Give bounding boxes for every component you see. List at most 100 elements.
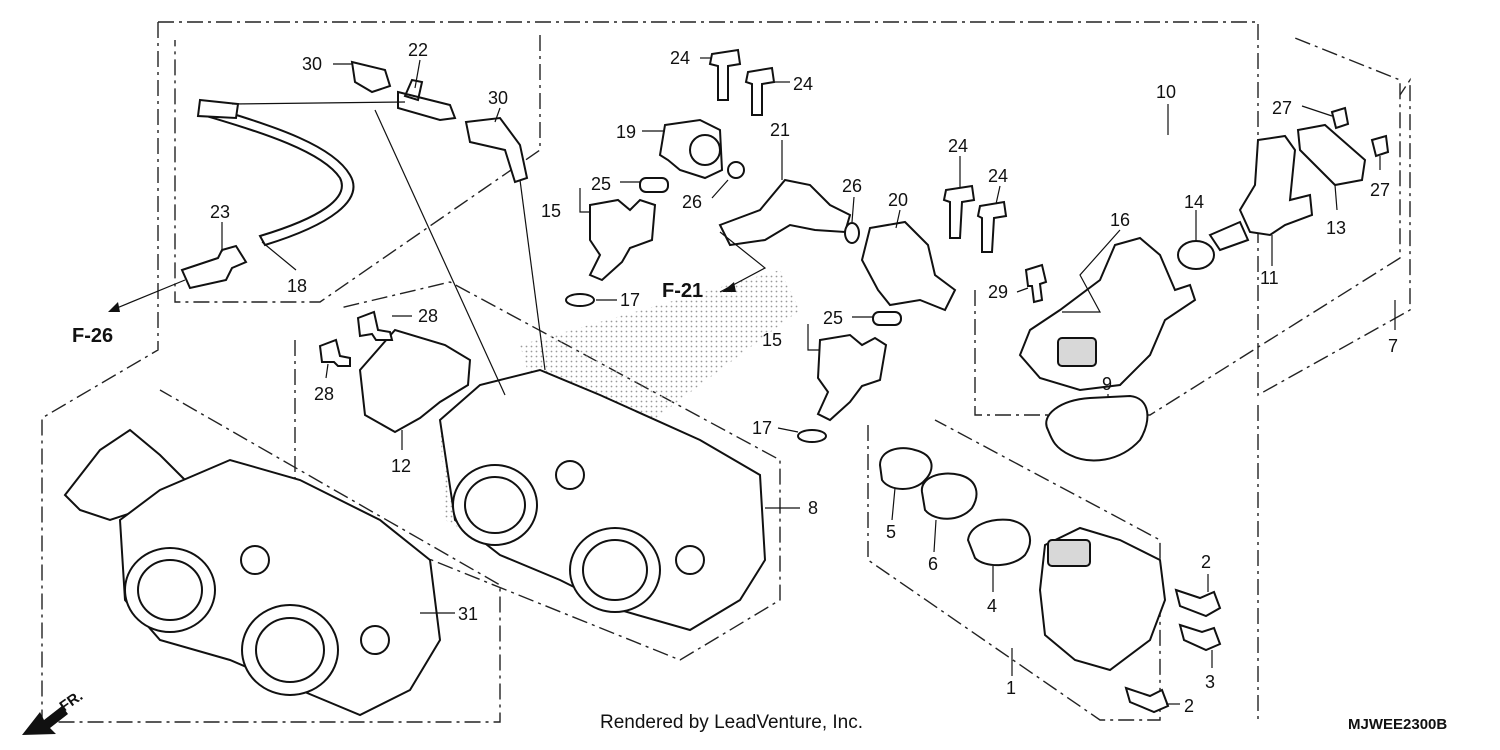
- arrowhead-f21: [722, 282, 736, 292]
- callout-24-a: 24: [670, 48, 690, 68]
- group-outline-10: [974, 37, 1401, 416]
- callout-24-c: 24: [948, 136, 968, 156]
- leader-30-right: [494, 107, 501, 123]
- callout-28-b: 28: [314, 384, 334, 404]
- leader-f21: [719, 231, 767, 293]
- actuator-1-connector: [1047, 539, 1091, 567]
- hose-assembly: [108, 59, 529, 312]
- bracket-12: [358, 328, 472, 434]
- callout-25-lower: 25: [823, 308, 843, 328]
- group-outline-1: [867, 419, 1161, 721]
- leader-22: [414, 59, 421, 89]
- callout-2-upper: 2: [1201, 552, 1211, 572]
- leader-15-lower: [807, 324, 820, 351]
- bolt-27-b: [1370, 134, 1390, 158]
- leader-13: [1334, 184, 1338, 211]
- callout-4: 4: [987, 596, 997, 616]
- pressure-regulator-20: [860, 220, 957, 312]
- callout-5: 5: [886, 522, 896, 542]
- sensor-11: [1238, 134, 1314, 237]
- callout-30-left: 30: [302, 54, 322, 74]
- arrowhead-f26: [108, 302, 120, 312]
- callout-24-b: 24: [793, 74, 813, 94]
- callout-8: 8: [808, 498, 818, 518]
- bolt-28-b: [318, 338, 351, 367]
- o-ring-26-left: [727, 161, 745, 179]
- callout-30-right: 30: [488, 88, 508, 108]
- bolt-2-lower: [1124, 686, 1170, 714]
- joint-23: [180, 244, 248, 290]
- o-ring-17-lower: [797, 429, 827, 443]
- group-outline-8: [294, 281, 781, 661]
- throttle-body-31-boss-b: [360, 625, 390, 655]
- callout-29: 29: [988, 282, 1008, 302]
- seal-6: [920, 472, 978, 520]
- sensor-11-tip: [1208, 220, 1250, 252]
- group-outline-7: [158, 21, 1411, 397]
- leader-15-upper: [579, 188, 590, 213]
- ref-f21: F-21: [662, 280, 703, 302]
- callout-17-upper: 17: [620, 290, 640, 310]
- throttle-bore-31-left-inner: [137, 559, 203, 621]
- throttle-body-31: [63, 428, 455, 717]
- callout-10: 10: [1156, 82, 1176, 102]
- callout-3: 3: [1205, 672, 1215, 692]
- leader-hose-joint: [231, 101, 406, 105]
- callout-1: 1: [1006, 678, 1016, 698]
- throttle-bore-8-left-inner: [464, 476, 526, 534]
- bolt-24-d: [976, 200, 1008, 253]
- actuator-assembly: [878, 447, 1222, 714]
- callout-31: 31: [458, 604, 478, 624]
- o-ring-14: [1177, 240, 1215, 270]
- leader-26-right: [851, 196, 855, 223]
- ref-f26: F-26: [72, 325, 113, 347]
- callout-15-lower: 15: [762, 330, 782, 350]
- callout-14: 14: [1184, 192, 1204, 212]
- leader-17-lower: [777, 427, 799, 433]
- callout-25-upper: 25: [591, 174, 611, 194]
- bolt-3: [1178, 623, 1222, 652]
- callout-12: 12: [391, 456, 411, 476]
- fuel-rail-assembly: [565, 48, 1008, 443]
- throttle-body-8: [318, 109, 800, 632]
- callout-23: 23: [210, 202, 230, 222]
- bolt-27-a: [1330, 106, 1350, 130]
- bolt-24-c: [942, 184, 976, 239]
- throttle-body-8-boss-b: [675, 545, 705, 575]
- front-arrow: [22, 706, 68, 735]
- bolt-28-a: [356, 310, 394, 341]
- bolt-24-a: [708, 48, 742, 101]
- bolt-24-b: [744, 66, 776, 116]
- leader-20: [895, 209, 901, 229]
- callout-27-a: 27: [1272, 98, 1292, 118]
- t-joint-22: [397, 78, 457, 122]
- gasket-9: [1045, 394, 1149, 462]
- callout-9: 9: [1102, 374, 1112, 394]
- callout-21: 21: [770, 120, 790, 140]
- plate-13: [1296, 123, 1367, 187]
- diagram-code: MJWEE2300B: [1348, 716, 1448, 733]
- callout-11: 11: [1260, 268, 1279, 288]
- leader-f26: [111, 279, 186, 311]
- rail-joint-21: [718, 178, 852, 247]
- housing-16-connector: [1057, 337, 1097, 367]
- leader-28-b: [325, 363, 329, 379]
- leader-29: [1016, 287, 1029, 293]
- o-ring-17-upper: [565, 293, 595, 307]
- front-arrow-icon: [22, 706, 68, 735]
- group-outline-hoses: [174, 35, 541, 303]
- reference-labels: F-26 F-21 FR.: [57, 280, 704, 715]
- leader-26-left: [711, 179, 729, 199]
- callout-7: 7: [1388, 336, 1398, 356]
- injector-15-upper: [588, 198, 657, 282]
- bolt-2-upper: [1174, 588, 1222, 618]
- render-credit: Rendered by LeadVenture, Inc.: [600, 712, 864, 733]
- callout-28-a: 28: [418, 306, 438, 326]
- callout-20: 20: [888, 190, 908, 210]
- seal-5: [878, 447, 933, 490]
- leader-27-a: [1301, 105, 1333, 117]
- leader-18: [261, 241, 297, 271]
- hose-18-end: [196, 98, 240, 120]
- throttle-bore-31-right-inner: [255, 617, 325, 683]
